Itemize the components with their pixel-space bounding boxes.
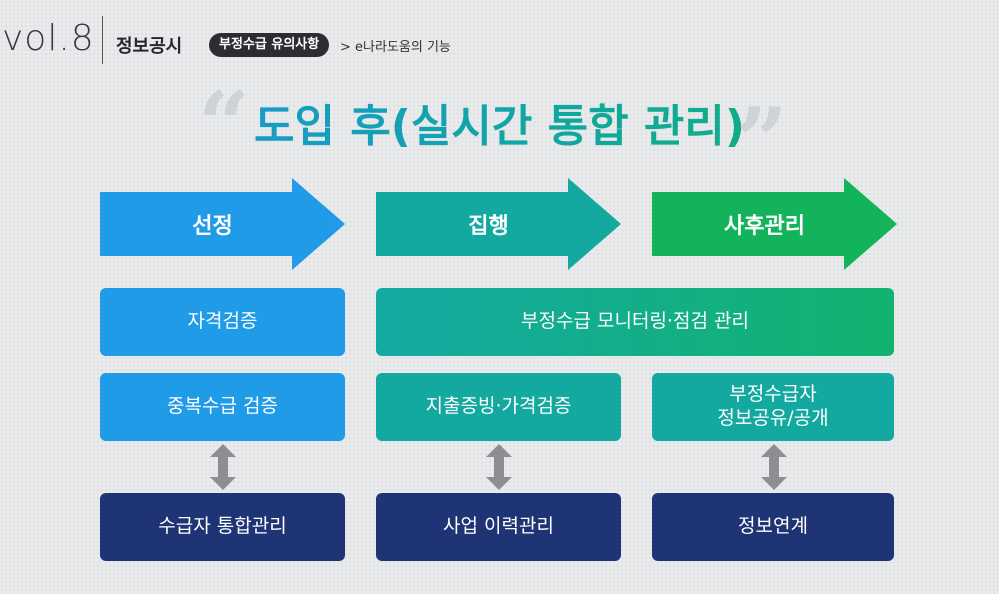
box-fraud-info-line2: 정보공유/공개 [717, 407, 829, 429]
stage-arrow-execution: 집행 [376, 178, 621, 270]
section-title: 정보공시 [116, 36, 183, 57]
stage-arrow-selection: 선정 [100, 178, 345, 270]
box-recipient-management: 수급자 통합관리 [100, 493, 345, 561]
box-info-linkage: 정보연계 [652, 493, 894, 561]
stage-label-selection: 선정 [192, 214, 233, 239]
topic-pill: 부정수급 유의사항 [209, 33, 330, 57]
box-project-history: 사업 이력관리 [376, 493, 621, 561]
title-area: “ 도입 후(실시간 통합 관리) ” [0, 80, 999, 186]
page-title: 도입 후(실시간 통합 관리) [0, 90, 999, 154]
double-arrow-icon [486, 444, 512, 490]
breadcrumb: > e나라도움의 기능 [340, 40, 451, 55]
box-fraud-monitoring: 부정수급 모니터링·점검 관리 [376, 288, 894, 356]
box-expense-verification: 지출증빙·가격검증 [376, 373, 621, 441]
header-divider [102, 16, 103, 64]
double-arrow-icon [761, 444, 787, 490]
stage-arrow-post-management: 사후관리 [652, 178, 897, 270]
stage-label-execution: 집행 [468, 214, 509, 239]
box-fraud-info-line1: 부정수급자 [729, 383, 817, 406]
box-eligibility-check: 자격검증 [100, 288, 345, 356]
close-quote-icon: ” [736, 88, 788, 194]
open-quote-icon: “ [198, 80, 250, 170]
header: vol.8 정보공시 부정수급 유의사항 > e나라도움의 기능 [0, 0, 999, 80]
box-fraud-info-sharing: 부정수급자 정보공유/공개 [652, 373, 894, 441]
double-arrow-icon [210, 444, 236, 490]
box-duplicate-check: 중복수급 검증 [100, 373, 345, 441]
stage-label-post-management: 사후관리 [724, 214, 805, 239]
volume-label: vol.8 [2, 18, 95, 59]
